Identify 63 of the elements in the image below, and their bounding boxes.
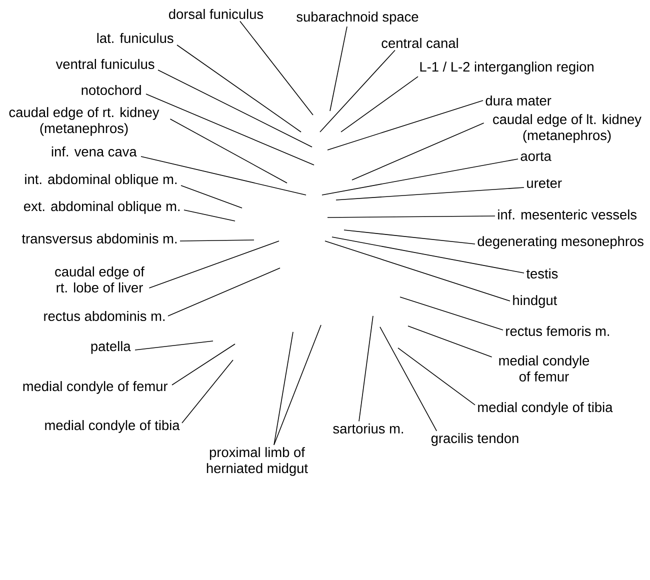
callout-label: medial condyle of tibia (478, 402, 613, 415)
callout-label: ureter (527, 179, 562, 188)
leader-line (274, 332, 294, 446)
leader-line (134, 340, 214, 350)
callout-label: caudal edge of lt. kidney (metanephros) (493, 114, 642, 143)
callout-label: rectus abdominis m. (44, 310, 165, 322)
leader-line (340, 76, 418, 132)
leader-line (352, 122, 484, 180)
leader-line (182, 360, 234, 424)
callout-label: lat. funiculus (97, 32, 174, 44)
callout-label: gracilis tendon (431, 433, 518, 446)
callout-label: ventral funiculus (56, 58, 154, 70)
leader-line (158, 70, 312, 148)
leader-line (274, 324, 322, 446)
leader-line (398, 348, 476, 406)
leader-line (146, 94, 314, 166)
leader-line (176, 44, 302, 132)
callout-label: medial condyle of femur (499, 355, 590, 382)
leader-line (336, 187, 524, 200)
callout-label: central canal (382, 38, 458, 48)
leader-line (327, 100, 484, 150)
leader-line (400, 296, 504, 330)
leader-line (320, 50, 396, 132)
callout-label: inf. vena cava (52, 146, 137, 157)
callout-label: ext. abdominal oblique m. (24, 201, 180, 214)
callout-label: caudal edge of rt. kidney (metanephros) (9, 107, 160, 136)
leader-line (240, 20, 314, 116)
callout-label: hindgut (513, 295, 558, 308)
callout-label: int. abdominal oblique m. (25, 174, 177, 187)
callout-label: medial condyle of tibia (45, 420, 180, 433)
leader-line (380, 326, 438, 432)
callout-label: L-1 / L-2 interganglion region (420, 62, 594, 74)
callout-label: inf. mesenteric vessels (498, 209, 637, 220)
leader-line (327, 216, 496, 218)
callout-label: subarachnoid space (296, 12, 418, 24)
leader-line (330, 26, 348, 112)
callout-label: caudal edge of rt. lobe of liver (55, 266, 144, 293)
leader-line (408, 326, 492, 358)
leader-line (332, 236, 524, 274)
leader-line (180, 185, 242, 208)
callout-label: notochord (82, 84, 141, 96)
callout-label: medial condyle of femur (23, 381, 168, 394)
callout-label: proximal limb of herniated midgut (206, 447, 308, 476)
callout-label: dorsal funiculus (169, 8, 264, 20)
leader-line (168, 268, 280, 316)
callout-label: transversus abdominis m. (22, 233, 177, 244)
leader-line (148, 240, 280, 288)
leader-line (184, 210, 236, 222)
callout-label: aorta (520, 152, 552, 161)
leader-line (172, 344, 236, 386)
callout-label: rectus femoris m. (506, 326, 609, 336)
leader-line (344, 230, 476, 244)
leader-line (140, 156, 306, 196)
callout-label: dura mater (486, 95, 552, 106)
leader-line (180, 240, 254, 242)
leader-line (324, 240, 510, 302)
callout-label: testis (526, 268, 558, 279)
leader-line (322, 158, 518, 196)
leader-line (358, 316, 374, 422)
callout-label: sartorius m. (333, 423, 404, 434)
leader-line (170, 118, 288, 184)
callout-label: patella (91, 341, 131, 354)
callout-label: degenerating mesonephros (478, 236, 644, 249)
